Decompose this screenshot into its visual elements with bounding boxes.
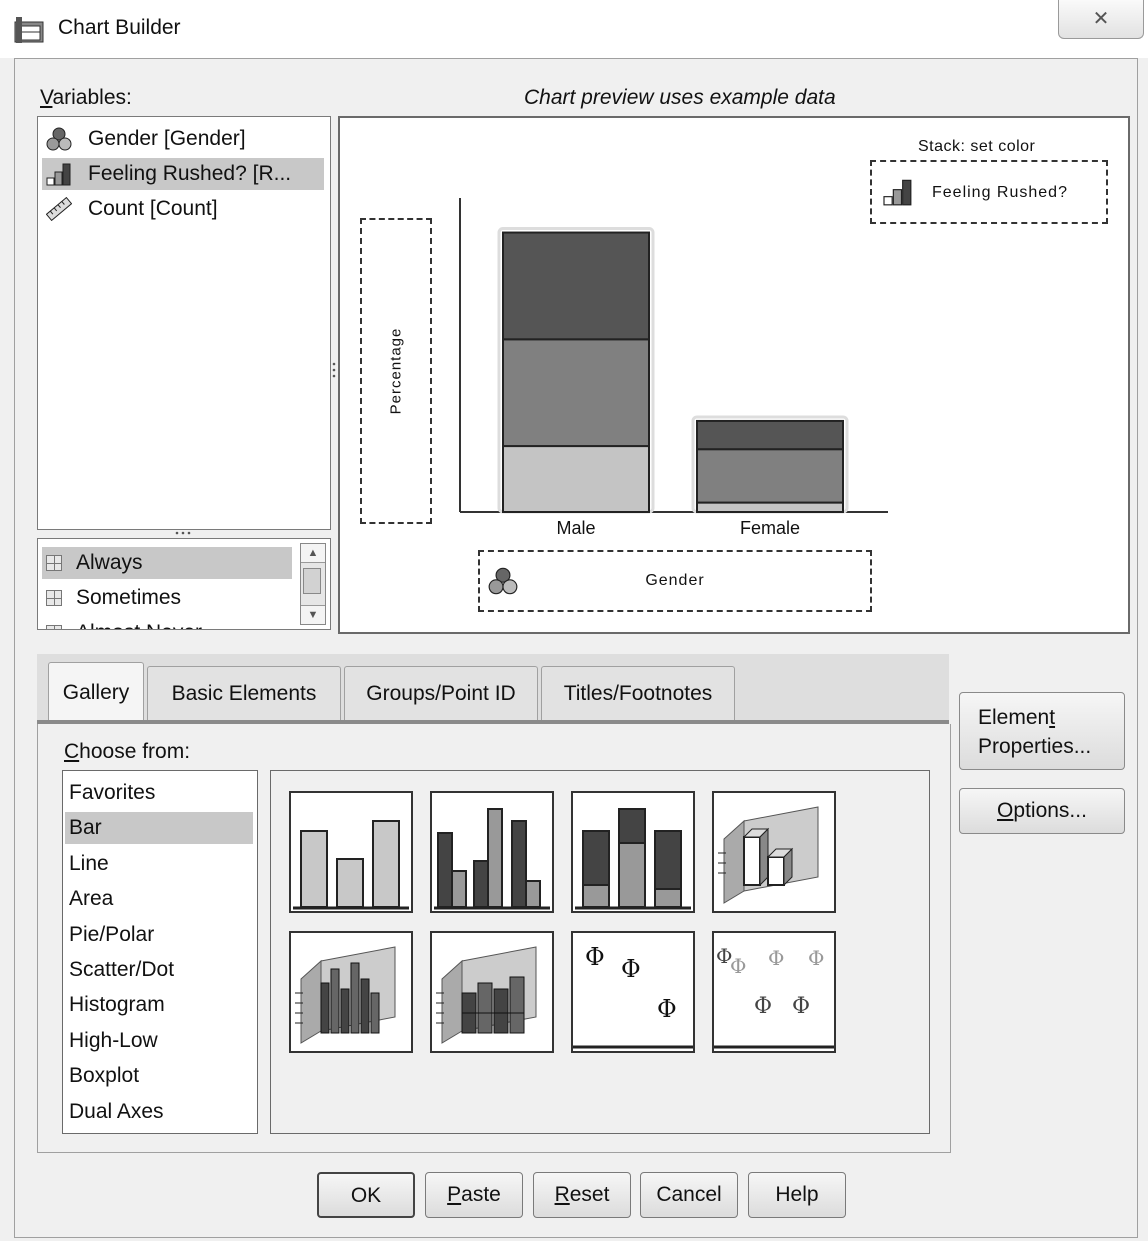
bar-segment-female-2 bbox=[696, 501, 844, 513]
chart-type-bar[interactable]: Bar bbox=[65, 812, 253, 845]
svg-text:Φ: Φ bbox=[768, 946, 784, 970]
category-icon bbox=[46, 625, 62, 629]
variable-list[interactable]: Gender [Gender] Feeling Rushed? [R... Co… bbox=[37, 116, 331, 530]
variable-item-gender[interactable]: Gender [Gender] bbox=[42, 123, 324, 155]
variable-item-feeling-rushed[interactable]: Feeling Rushed? [R... bbox=[42, 158, 324, 190]
ordinal-icon bbox=[883, 179, 912, 206]
chart-type-pie-polar[interactable]: Pie/Polar bbox=[69, 922, 155, 946]
svg-text:Φ: Φ bbox=[808, 946, 824, 970]
stacked-bar-icon[interactable] bbox=[571, 791, 695, 913]
chart-type-favorites[interactable]: Favorites bbox=[69, 781, 156, 804]
nominal-icon bbox=[46, 127, 72, 151]
variables-label: Variables: bbox=[40, 86, 132, 109]
simple-error-bar-icon[interactable]: Φ Φ Φ bbox=[571, 931, 695, 1053]
svg-text:Φ: Φ bbox=[621, 955, 641, 983]
ordinal-icon bbox=[46, 163, 71, 186]
tab-titles-footnotes[interactable]: Titles/Footnotes bbox=[541, 666, 735, 721]
category-list[interactable]: Always Sometimes Almost Never ▲ ▼ bbox=[37, 538, 331, 630]
variable-item-count[interactable]: Count [Count] bbox=[42, 193, 324, 225]
preview-caption: Chart preview uses example data bbox=[524, 86, 836, 109]
svg-text:Φ: Φ bbox=[657, 995, 677, 1023]
choose-from-label: Choose from: bbox=[64, 740, 191, 763]
x-tick-label-female: Female bbox=[740, 518, 800, 538]
svg-text:Φ: Φ bbox=[730, 954, 746, 978]
x-tick-label-male: Male bbox=[556, 518, 595, 538]
clustered-bar-icon[interactable] bbox=[430, 791, 554, 913]
list-splitter-handle[interactable] bbox=[37, 528, 329, 538]
stack-label: Stack: set color bbox=[918, 138, 1036, 155]
tab-basic-elements[interactable]: Basic Elements bbox=[147, 666, 341, 721]
clustered-error-bar-icon[interactable]: Φ Φ Φ Φ Φ Φ bbox=[712, 931, 836, 1053]
bar-segment-male-1 bbox=[502, 338, 650, 448]
svg-text:Φ: Φ bbox=[585, 943, 605, 971]
chart-type-boxplot[interactable]: Boxplot bbox=[69, 1064, 140, 1088]
stack-drop-zone[interactable]: Feeling Rushed? bbox=[870, 160, 1108, 224]
tab-groups-point-id[interactable]: Groups/Point ID bbox=[344, 666, 538, 721]
bar-segment-male-2 bbox=[502, 445, 650, 513]
options-button[interactable]: Options... bbox=[959, 788, 1125, 834]
nominal-icon bbox=[488, 567, 518, 595]
chart-type-dual-axes[interactable]: Dual Axes bbox=[69, 1099, 164, 1123]
clustered-3d-bar-icon[interactable] bbox=[289, 931, 413, 1053]
bar-segment-male-0 bbox=[502, 231, 650, 341]
cancel-button[interactable]: Cancel bbox=[640, 1172, 738, 1218]
svg-text:Φ: Φ bbox=[754, 994, 772, 1019]
ok-button[interactable]: OK bbox=[317, 1172, 415, 1218]
svg-text:Φ: Φ bbox=[716, 944, 732, 968]
chart-type-area[interactable]: Area bbox=[69, 887, 114, 911]
x-axis-drop-label: Gender bbox=[645, 572, 705, 589]
scroll-thumb[interactable] bbox=[303, 568, 321, 594]
close-button[interactable]: ✕ bbox=[1058, 0, 1144, 39]
stacked-3d-bar-icon[interactable] bbox=[430, 931, 554, 1053]
paste-button[interactable]: Paste bbox=[425, 1172, 523, 1218]
category-item-almost-never[interactable]: Almost Never bbox=[42, 617, 292, 629]
scroll-down-icon[interactable]: ▼ bbox=[301, 605, 325, 624]
category-icon bbox=[46, 555, 62, 571]
x-axis-drop-zone[interactable]: Gender bbox=[478, 550, 872, 612]
simple-3d-bar-icon[interactable] bbox=[712, 791, 836, 913]
chart-type-scatter-dot[interactable]: Scatter/Dot bbox=[69, 958, 175, 981]
chart-thumbnail-grid[interactable]: Φ Φ Φ Φ Φ Φ Φ Φ Φ bbox=[270, 770, 930, 1134]
category-scrollbar[interactable]: ▲ ▼ bbox=[300, 543, 326, 625]
chart-preview-canvas[interactable]: Percentage Gender Stack: set color Feeli… bbox=[338, 116, 1130, 634]
help-button[interactable]: Help bbox=[748, 1172, 846, 1218]
y-axis-drop-zone[interactable]: Percentage bbox=[360, 218, 432, 524]
window-title: Chart Builder bbox=[58, 16, 181, 39]
pane-splitter-handle[interactable] bbox=[330, 116, 338, 628]
simple-bar-icon[interactable] bbox=[289, 791, 413, 913]
stack-drop-label: Feeling Rushed? bbox=[932, 184, 1068, 201]
scroll-up-icon[interactable]: ▲ bbox=[301, 544, 325, 563]
category-icon bbox=[46, 590, 62, 606]
category-item-always[interactable]: Always bbox=[42, 547, 292, 579]
element-properties-button[interactable]: Element Properties... bbox=[959, 692, 1125, 770]
tab-underline bbox=[37, 720, 949, 725]
scale-icon bbox=[46, 197, 72, 221]
svg-text:Φ: Φ bbox=[792, 994, 810, 1019]
stacked-bar-preview: Male Female bbox=[459, 198, 888, 538]
chart-builder-icon bbox=[14, 17, 44, 43]
chart-type-line[interactable]: Line bbox=[69, 851, 109, 875]
tab-gallery[interactable]: Gallery bbox=[48, 662, 144, 725]
bar-segment-female-1 bbox=[696, 448, 844, 504]
reset-button[interactable]: Reset bbox=[533, 1172, 631, 1218]
category-item-sometimes[interactable]: Sometimes bbox=[42, 582, 292, 614]
chart-type-histogram[interactable]: Histogram bbox=[69, 993, 165, 1017]
title-bar bbox=[0, 0, 1148, 58]
bar-segment-female-0 bbox=[696, 419, 844, 451]
chart-type-high-low[interactable]: High-Low bbox=[69, 1028, 158, 1052]
